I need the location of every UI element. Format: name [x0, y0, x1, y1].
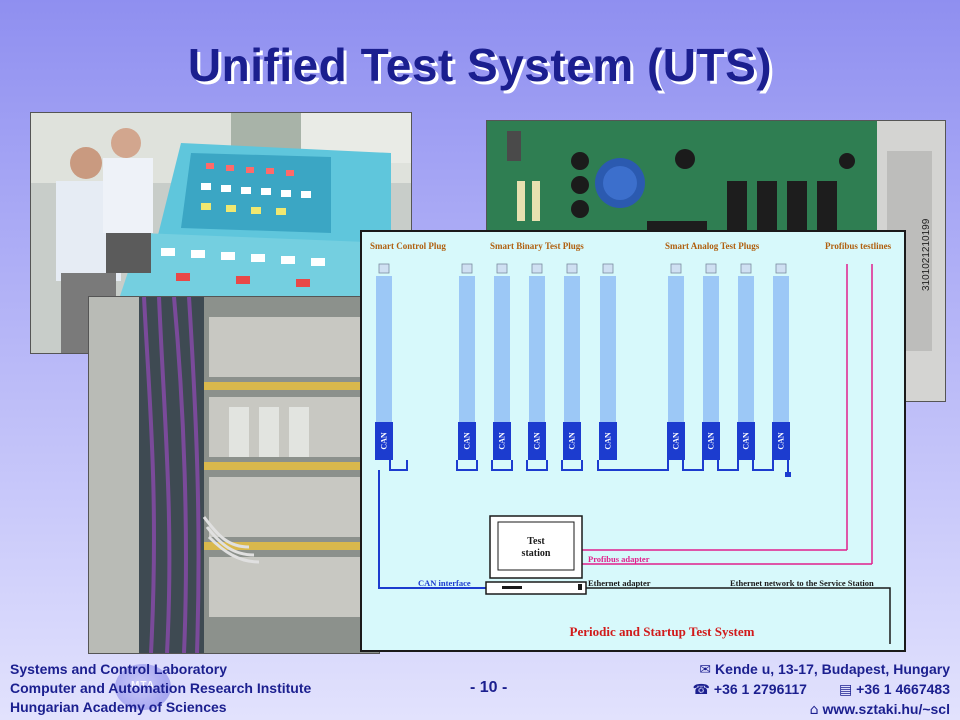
test-plug-column: CAN: [772, 263, 790, 460]
can-module-label: CAN: [672, 432, 681, 450]
header-profibus-testlines: Profibus testlines: [825, 241, 892, 251]
plug-body: [459, 276, 475, 422]
header-smart-analog-test-plugs: Smart Analog Test Plugs: [665, 241, 760, 251]
can-module-box: [458, 422, 476, 460]
test-plug-column: CAN: [563, 263, 581, 460]
can-module-box: [667, 422, 685, 460]
plug-head: [775, 263, 787, 274]
home-icon: ⌂: [809, 702, 819, 718]
page-number: - 10 -: [470, 679, 508, 696]
can-bus-segments: [389, 460, 774, 471]
plug-head: [566, 263, 578, 274]
plug-body: [668, 276, 684, 422]
can-interface-line: [378, 470, 490, 589]
test-plug-column: CAN: [528, 263, 546, 460]
can-module-box: [528, 422, 546, 460]
footer-fax: +36 1 4667483: [856, 681, 950, 697]
test-plug-column: CAN: [599, 263, 617, 460]
slide-title: Unified Test System (UTS): [187, 39, 773, 91]
plug-head: [740, 263, 752, 274]
plug-body: [529, 276, 545, 422]
test-plug-column: CAN: [458, 263, 476, 460]
footer-contact: ✉Kende u, 13-17, Budapest, Hungary ☎+36 …: [692, 660, 950, 720]
telephone-icon: ☎: [692, 682, 710, 698]
can-module-box: [737, 422, 755, 460]
can-module-label: CAN: [742, 432, 751, 450]
academy-logo: MTA: [115, 664, 171, 710]
header-smart-binary-test-plugs: Smart Binary Test Plugs: [490, 241, 584, 251]
plug-body: [738, 276, 754, 422]
footer-web: www.sztaki.hu/~scl: [822, 701, 950, 717]
diagram-caption: Periodic and Startup Test System: [570, 624, 755, 639]
plug-head: [602, 263, 614, 274]
can-module-box: [375, 422, 393, 460]
test-plug-column: CAN: [667, 263, 685, 460]
can-module-label: CAN: [463, 432, 472, 450]
test-plug-column: CAN: [737, 263, 755, 460]
ethernet-adapter-label: Ethernet adapter: [588, 578, 651, 588]
plug-body: [600, 276, 616, 422]
can-module-box: [702, 422, 720, 460]
plug-body: [703, 276, 719, 422]
test-plug-column: CAN: [375, 263, 393, 460]
plug-head: [461, 263, 473, 274]
plug-body: [564, 276, 580, 422]
plug-body: [376, 276, 392, 422]
plug-head: [670, 263, 682, 274]
can-module-label: CAN: [604, 432, 613, 450]
test-plug-column: CAN: [702, 263, 720, 460]
can-bus-terminator-end: [785, 472, 791, 477]
wiring-cabinet-photo: [88, 296, 380, 654]
plug-body: [773, 276, 789, 422]
can-module-box: [599, 422, 617, 460]
test-station-computer: [485, 515, 587, 595]
can-module-label: CAN: [777, 432, 786, 450]
can-module-label: CAN: [498, 432, 507, 450]
board-serial-label: 3101021210199: [921, 218, 932, 291]
header-smart-control-plug: Smart Control Plug: [370, 241, 446, 251]
can-module-box: [563, 422, 581, 460]
can-module-label: CAN: [568, 432, 577, 450]
test-plug-column: CAN: [493, 263, 511, 460]
can-module-label: CAN: [707, 432, 716, 450]
plug-head: [705, 263, 717, 274]
can-interface-label: CAN interface: [418, 578, 471, 588]
profibus-adapter-label: Profibus adapter: [588, 554, 650, 564]
ethernet-network-label: Ethernet network to the Service Station: [730, 578, 874, 588]
plug-head: [496, 263, 508, 274]
plug-head: [378, 263, 390, 274]
plug-body: [494, 276, 510, 422]
footer-academy-name: Hungarian Academy of Sciences: [10, 699, 227, 715]
can-module-label: CAN: [380, 432, 389, 450]
footer-lab-name: Systems and Control Laboratory: [10, 661, 228, 677]
plug-head: [531, 263, 543, 274]
can-module-label: CAN: [533, 432, 542, 450]
ethernet-network-line: [582, 587, 891, 644]
footer-institution: Systems and Control Laboratory Computer …: [10, 660, 311, 717]
footer-institute-name: Computer and Automation Research Institu…: [10, 680, 312, 696]
footer-address: Kende u, 13-17, Budapest, Hungary: [715, 661, 950, 677]
envelope-icon: ✉: [699, 662, 712, 678]
fax-icon: ▤: [838, 682, 853, 698]
footer-phone: +36 1 2796117: [713, 681, 807, 697]
can-module-box: [493, 422, 511, 460]
can-module-box: [772, 422, 790, 460]
uts-block-diagram: Smart Control Plug Smart Binary Test Plu…: [360, 230, 906, 652]
